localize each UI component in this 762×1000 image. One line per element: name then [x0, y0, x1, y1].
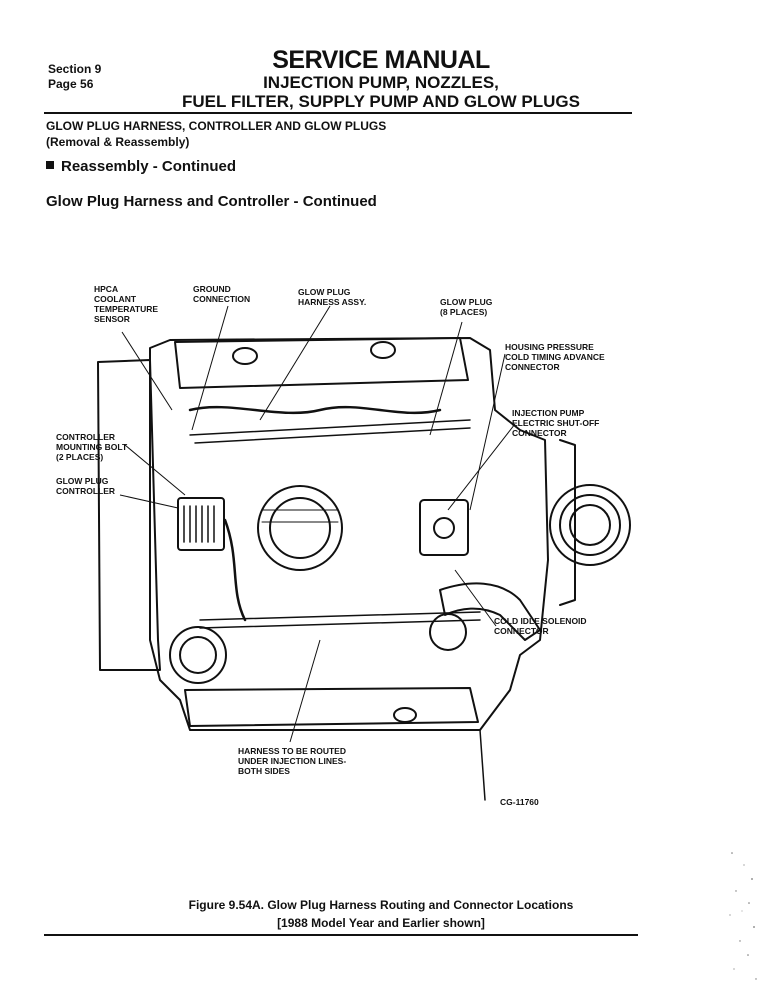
label-line: (2 PLACES) — [56, 452, 103, 462]
label-ground-connection: GROUND CONNECTION — [193, 284, 250, 304]
topic-line2: (Removal & Reassembly) — [46, 135, 190, 149]
section-page-info: Section 9 Page 56 — [48, 62, 101, 92]
subsection-heading: Glow Plug Harness and Controller - Conti… — [46, 193, 377, 210]
footer-divider — [44, 934, 638, 936]
label-glow-plug: GLOW PLUG (8 PLACES) — [440, 297, 495, 317]
label-controller-bolt: CONTROLLER MOUNTING BOLT (2 PLACES) — [56, 432, 130, 462]
label-line: CONTROLLER — [56, 486, 115, 496]
label-line: TEMPERATURE — [94, 304, 158, 314]
label-line: SENSOR — [94, 314, 130, 324]
label-line: COLD TIMING ADVANCE — [505, 352, 605, 362]
label-hpca-sensor: HPCA COOLANT TEMPERATURE SENSOR — [94, 284, 160, 324]
bullet-square-icon — [46, 161, 54, 169]
manual-subtitle-line1: INJECTION PUMP, NOZZLES, — [263, 73, 499, 92]
label-line: MOUNTING BOLT — [56, 442, 128, 452]
label-line: HARNESS TO BE ROUTED — [238, 746, 346, 756]
page-number: Page 56 — [48, 77, 94, 91]
label-line: COLD IDLE SOLENOID — [494, 616, 587, 626]
label-line: COOLANT — [94, 294, 137, 304]
label-line: HPCA — [94, 284, 118, 294]
label-line: GLOW PLUG — [440, 297, 493, 307]
label-line: CONNECTION — [193, 294, 250, 304]
manual-subtitle-line2: FUEL FILTER, SUPPLY PUMP AND GLOW PLUGS — [182, 92, 580, 111]
header-divider — [44, 112, 632, 114]
label-line: CONNECTOR — [505, 362, 560, 372]
topic-heading: GLOW PLUG HARNESS, CONTROLLER AND GLOW P… — [46, 118, 386, 150]
leader-lines — [119, 305, 516, 743]
label-line: CONNECTOR — [494, 626, 549, 636]
label-line: UNDER INJECTION LINES- — [238, 756, 346, 766]
label-harness-routing: HARNESS TO BE ROUTED UNDER INJECTION LIN… — [238, 746, 349, 776]
label-glow-plug-controller: GLOW PLUG CONTROLLER — [56, 476, 115, 496]
figure-caption: Figure 9.54A. Glow Plug Harness Routing … — [188, 898, 574, 912]
engine-diagram: HPCA COOLANT TEMPERATURE SENSOR GROUND C… — [56, 284, 631, 807]
label-line: GLOW PLUG — [298, 287, 351, 297]
engine-drawing — [97, 337, 631, 801]
label-line: HARNESS ASSY. — [298, 297, 366, 307]
label-glow-plug-harness: GLOW PLUG HARNESS ASSY. — [298, 287, 366, 307]
label-line: CONTROLLER — [56, 432, 115, 442]
figure-code: CG-11760 — [500, 797, 539, 807]
diagram-labels: HPCA COOLANT TEMPERATURE SENSOR GROUND C… — [56, 284, 607, 807]
section-number: Section 9 — [48, 62, 102, 76]
label-line: GLOW PLUG — [56, 476, 109, 486]
topic-line1: GLOW PLUG HARNESS, CONTROLLER AND GLOW P… — [46, 119, 387, 133]
label-injection-pump: INJECTION PUMP ELECTRIC SHUT-OFF CONNECT… — [512, 408, 602, 438]
figure-caption-note: [1988 Model Year and Earlier shown] — [277, 916, 485, 930]
label-cold-idle-solenoid: COLD IDLE SOLENOID CONNECTOR — [494, 616, 589, 636]
scan-noise — [729, 852, 757, 980]
label-line: BOTH SIDES — [238, 766, 290, 776]
label-line: ELECTRIC SHUT-OFF — [512, 418, 599, 428]
label-line: CONNECTOR — [512, 428, 567, 438]
label-housing-pressure: HOUSING PRESSURE COLD TIMING ADVANCE CON… — [505, 342, 607, 372]
label-line: HOUSING PRESSURE — [505, 342, 594, 352]
label-line: (8 PLACES) — [440, 307, 487, 317]
label-line: INJECTION PUMP — [512, 408, 585, 418]
manual-title: SERVICE MANUAL — [272, 46, 490, 74]
label-line: GROUND — [193, 284, 231, 294]
reassembly-heading: Reassembly - Continued — [46, 158, 236, 175]
reassembly-heading-text: Reassembly - Continued — [61, 158, 237, 175]
